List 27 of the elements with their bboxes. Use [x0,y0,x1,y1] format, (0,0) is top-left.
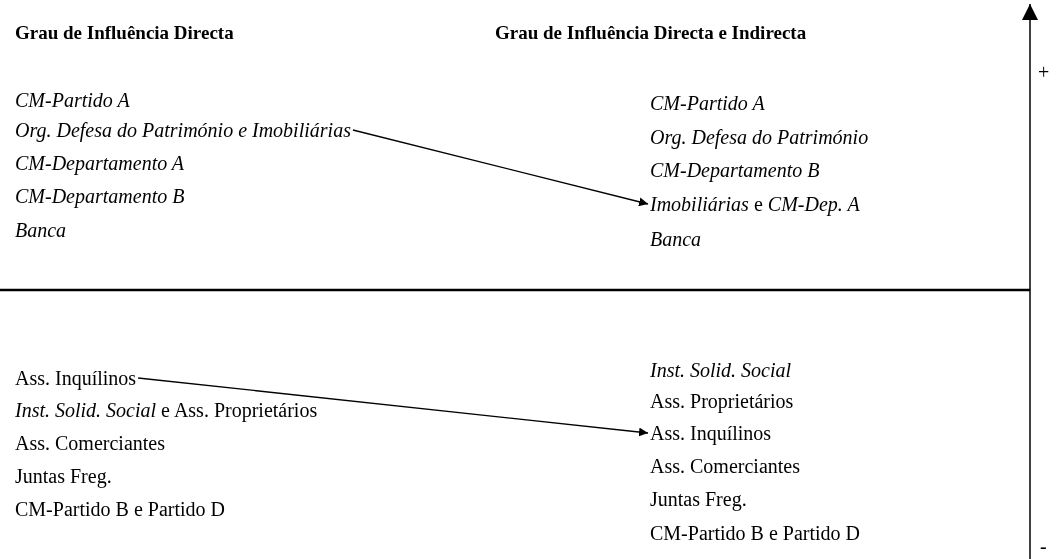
list-item: CM-Partido B e Partido D [650,521,860,545]
list-item: CM-Partido A [650,91,765,115]
list-item: Ass. Proprietários [650,389,794,413]
list-item: Banca [650,227,702,251]
list-item: Juntas Freg. [15,464,112,488]
arrow [352,129,649,207]
list-item: Ass. Inquílinos [650,421,772,445]
list-item: CM-Partido B e Partido D [15,497,225,521]
column-heading: Grau de Influência Directa e Indirecta [495,21,807,45]
list-item: CM-Departamento B [650,158,820,182]
axis-sign: - [1040,534,1047,558]
list-item: Juntas Freg. [650,487,747,511]
list-item: CM-Departamento A [15,151,185,175]
list-item: Inst. Solid. Social e Ass. Proprietários [15,398,318,422]
axis-sign: + [1038,60,1050,84]
list-item: Ass. Inquílinos [15,366,137,390]
list-item: Imobiliárias e CM-Dep. A [650,192,860,216]
list-item: CM-Partido A [15,88,130,112]
column-heading: Grau de Influência Directa [15,21,234,45]
list-item: Ass. Comerciantes [650,454,800,478]
list-item: Ass. Comerciantes [15,431,165,455]
list-item: Org. Defesa do Património e Imobiliárias [15,118,351,142]
list-item: Org. Defesa do Património [650,125,869,149]
arrow [137,377,649,437]
list-item: Banca [15,218,67,242]
list-item: CM-Departamento B [15,184,185,208]
list-item: Inst. Solid. Social [650,358,792,382]
